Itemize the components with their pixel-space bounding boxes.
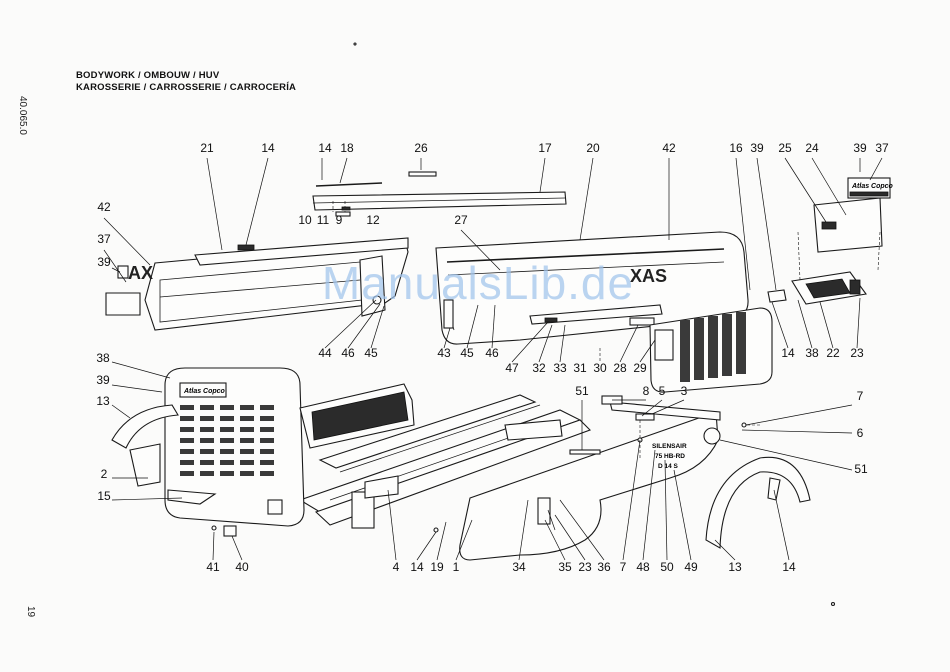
callout-45a: 45 (364, 346, 378, 360)
callout-39d: 39 (96, 373, 110, 387)
mudguard-left (111, 404, 179, 487)
callout-48: 48 (636, 560, 650, 574)
callout-9: 9 (336, 213, 343, 227)
callout-14d: 14 (410, 560, 424, 574)
panel-label-2: 75 HB-RD (655, 453, 685, 460)
callout-16: 16 (729, 141, 743, 155)
callout-7b: 7 (620, 560, 627, 574)
callout-36: 36 (597, 560, 611, 574)
front-grille-slots (180, 405, 274, 476)
callout-1: 1 (453, 560, 460, 574)
callout-13b: 13 (728, 560, 742, 574)
callout-4: 4 (393, 560, 400, 574)
callout-13a: 13 (96, 394, 110, 408)
callout-14b: 14 (318, 141, 332, 155)
callout-39c: 39 (97, 255, 111, 269)
callout-38a: 38 (805, 346, 819, 360)
callout-14a: 14 (261, 141, 275, 155)
callout-29: 29 (633, 361, 647, 375)
callout-42a: 42 (662, 141, 676, 155)
callout-23b: 23 (578, 560, 592, 574)
nameplate-parts: Atlas Copco (767, 177, 894, 305)
brand-decal-front: Atlas Copco (183, 388, 226, 395)
callout-50: 50 (660, 560, 674, 574)
callout-11: 11 (317, 213, 330, 227)
callout-14c: 14 (781, 346, 795, 360)
callout-34: 34 (512, 560, 526, 574)
callout-49: 49 (684, 560, 698, 574)
hood-text-right: XAS (630, 266, 667, 286)
callout-40: 40 (235, 560, 249, 574)
callout-37b: 37 (97, 232, 111, 246)
callout-45b: 45 (460, 346, 474, 360)
mudguard-right (705, 456, 811, 549)
leader-lines (103, 157, 883, 561)
callout-21: 21 (200, 141, 214, 155)
callout-27: 27 (454, 213, 468, 227)
callout-31: 31 (573, 361, 587, 375)
callout-17: 17 (538, 141, 552, 155)
right-grille-door (649, 307, 773, 393)
title-line-2: KAROSSERIE / CARROSSERIE / CARROCERÍA (76, 82, 297, 93)
roof-strip-parts (312, 171, 567, 217)
callout-24: 24 (805, 141, 819, 155)
callout-38b: 38 (96, 351, 110, 365)
callout-47: 47 (505, 361, 519, 375)
callout-25: 25 (778, 141, 792, 155)
callout-3: 3 (681, 384, 688, 398)
callout-2: 2 (101, 467, 108, 481)
hood-side-panel-left: AX (105, 237, 409, 331)
callout-46a: 46 (341, 346, 355, 360)
hood-text-left: AX (128, 263, 153, 283)
rear-upper-panel (299, 383, 415, 449)
callout-8: 8 (643, 384, 650, 398)
callout-5: 5 (659, 384, 666, 398)
callout-12: 12 (366, 213, 380, 227)
callout-46b: 46 (485, 346, 499, 360)
callout-33: 33 (553, 361, 567, 375)
callout-51a: 51 (575, 384, 589, 398)
callout-28: 28 (613, 361, 627, 375)
callout-30: 30 (593, 361, 607, 375)
hood-side-panel-right: XAS (435, 231, 749, 345)
callout-41: 41 (206, 560, 220, 574)
brand-decal-nameplate: Atlas Copco (851, 183, 894, 190)
title-block: BODYWORK / OMBOUW / HUV KAROSSERIE / CAR… (76, 70, 296, 94)
panel-label-1: SILENSAIR (652, 443, 687, 450)
callout-15: 15 (97, 489, 111, 503)
callout-35: 35 (558, 560, 572, 574)
title-line-1: BODYWORK / OMBOUW / HUV (76, 70, 220, 81)
callout-37a: 37 (875, 141, 889, 155)
callout-42b: 42 (97, 200, 111, 214)
callout-7a: 7 (857, 389, 864, 403)
side-panel-right: SILENSAIR 75 HB-RD D 14 S (459, 395, 721, 561)
callout-20: 20 (586, 141, 600, 155)
callout-39a: 39 (750, 141, 764, 155)
callout-22: 22 (826, 346, 840, 360)
callout-6: 6 (857, 426, 864, 440)
callout-19: 19 (430, 560, 444, 574)
chassis-frame (298, 394, 591, 529)
callout-10: 10 (298, 213, 312, 227)
callout-43: 43 (437, 346, 451, 360)
callout-39b: 39 (853, 141, 867, 155)
callout-32: 32 (532, 361, 546, 375)
watermark: ManualsLib.de (321, 257, 635, 309)
panel-label-3: D 14 S (658, 463, 679, 470)
callout-51b: 51 (854, 462, 868, 476)
callout-23a: 23 (850, 346, 864, 360)
callout-26: 26 (414, 141, 428, 155)
front-grille-panel: Atlas Copco (164, 367, 305, 527)
callout-14e: 14 (782, 560, 796, 574)
callout-18: 18 (340, 141, 354, 155)
callout-44: 44 (318, 346, 332, 360)
